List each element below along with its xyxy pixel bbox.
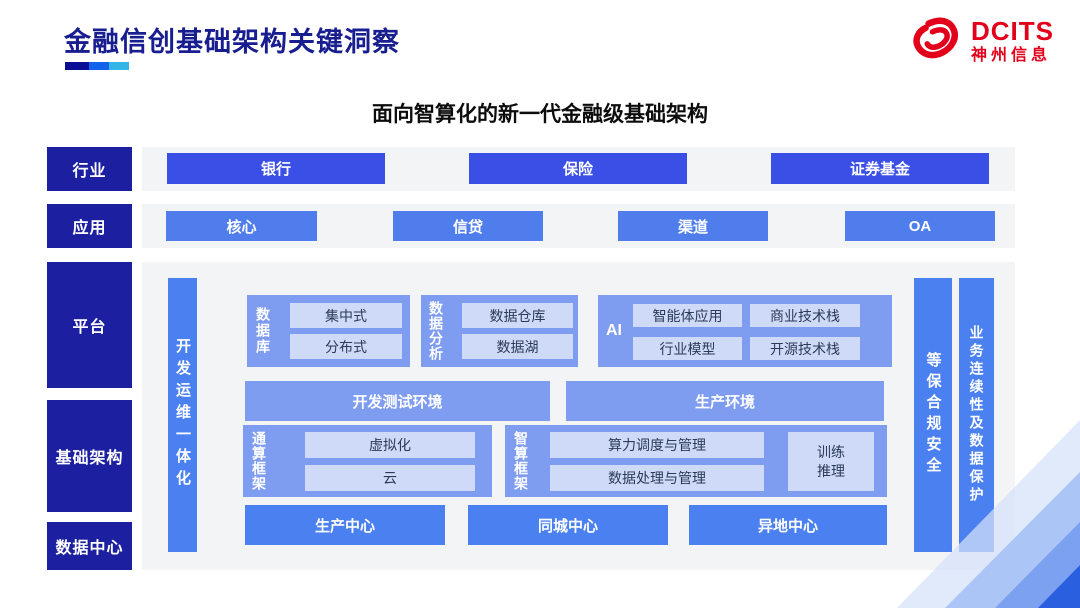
business-continuity-bar: 业务连续性及数据保护: [959, 278, 994, 552]
sidebar-label-platform: 平台: [47, 262, 132, 388]
database-item-distributed: 分布式: [290, 334, 402, 359]
analytics-group-label: 数据分析: [428, 301, 444, 361]
underline-segment: [89, 62, 109, 70]
intelligent-framework-group: 智算框架 算力调度与管理 数据处理与管理 训练 推理: [505, 425, 887, 497]
application-item-oa: OA: [845, 211, 995, 241]
ai-item-opensource-stack: 开源技术栈: [750, 337, 860, 360]
framework-item-training-inference: 训练 推理: [788, 432, 874, 491]
framework-item-compute-scheduling: 算力调度与管理: [550, 432, 764, 458]
center-remote: 异地中心: [689, 505, 887, 545]
general-framework-label: 通算框架: [251, 431, 267, 491]
sidebar-label-application: 应用: [47, 204, 132, 248]
center-production: 生产中心: [245, 505, 445, 545]
sidebar-label-datacenter: 数据中心: [47, 522, 132, 570]
ai-group-label: AI: [606, 322, 622, 339]
title-underline: [65, 62, 129, 70]
industry-item-securities: 证券基金: [771, 153, 989, 184]
ai-item-industry-models: 行业模型: [633, 337, 742, 360]
diagram-title: 面向智算化的新一代金融级基础架构: [372, 103, 708, 126]
env-dev-test: 开发测试环境: [245, 381, 550, 421]
env-production: 生产环境: [566, 381, 884, 421]
general-framework-group: 通算框架 虚拟化 云: [243, 425, 492, 497]
framework-item-data-processing: 数据处理与管理: [550, 465, 764, 491]
application-item-channel: 渠道: [618, 211, 768, 241]
database-item-centralized: 集中式: [290, 303, 402, 328]
underline-segment: [109, 62, 129, 70]
ai-item-agent-apps: 智能体应用: [633, 304, 742, 327]
logo-brand-text: DCITS: [971, 15, 1054, 46]
analytics-item-lake: 数据湖: [462, 334, 573, 359]
page-title: 金融信创基础架构关键洞察: [64, 27, 400, 57]
database-group-label: 数据库: [255, 307, 271, 355]
intelligent-framework-label: 智算框架: [513, 431, 529, 491]
center-same-city: 同城中心: [468, 505, 668, 545]
framework-item-cloud: 云: [305, 465, 475, 491]
industry-item-insurance: 保险: [469, 153, 687, 184]
underline-segment: [65, 62, 89, 70]
sidebar-label-infrastructure: 基础架构: [47, 400, 132, 512]
application-item-credit: 信贷: [393, 211, 543, 241]
sidebar-label-industry: 行业: [47, 147, 132, 191]
industry-item-bank: 银行: [167, 153, 385, 184]
security-compliance-bar: 等保合规安全: [914, 278, 952, 552]
application-item-core: 核心: [166, 211, 317, 241]
dcits-swirl-icon: [909, 16, 963, 67]
analytics-item-warehouse: 数据仓库: [462, 303, 573, 328]
devops-bar: 开发运维一体化: [168, 278, 197, 552]
logo-company-text: 神州信息: [971, 47, 1052, 65]
ai-item-commercial-stack: 商业技术栈: [750, 304, 860, 327]
ai-group: AI 智能体应用 商业技术栈 行业模型 开源技术栈: [598, 295, 892, 367]
analytics-group: 数据分析 数据仓库 数据湖: [421, 295, 578, 367]
framework-item-virtualization: 虚拟化: [305, 432, 475, 458]
database-group: 数据库 集中式 分布式: [247, 295, 410, 367]
company-logo: DCITS 神州信息: [909, 16, 1054, 67]
